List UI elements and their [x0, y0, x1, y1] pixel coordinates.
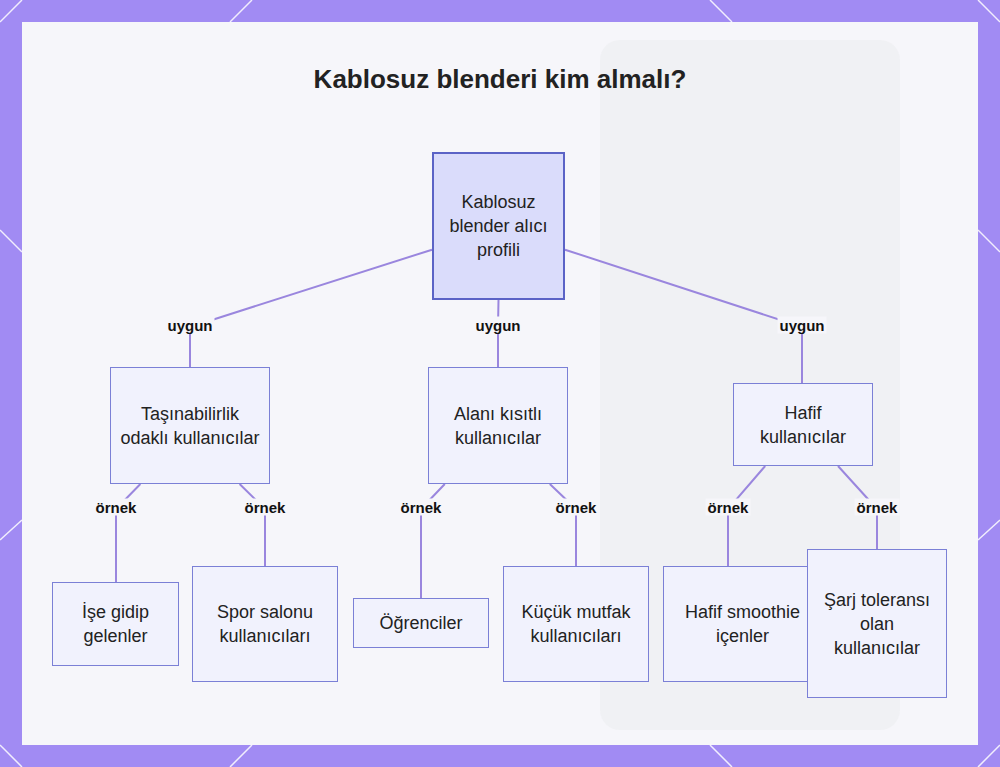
edge-label: örnek: [554, 499, 599, 516]
profile-box: Spor salonu kullanıcıları: [192, 566, 338, 682]
connector-line: [190, 250, 432, 367]
node-text: Kablosuz blender alıcı profili: [442, 190, 555, 262]
node-text: Şarj toleransı olan kullanıcılar: [816, 588, 938, 660]
edge-label: uygun: [778, 317, 827, 334]
profile-box: Hafif smoothie içenler: [663, 566, 822, 682]
edge-label: örnek: [706, 499, 751, 516]
profile-box: Şarj toleransı olan kullanıcılar: [807, 549, 947, 698]
connector-line: [728, 466, 765, 566]
node-text: Taşınabilirlik odaklı kullanıcılar: [119, 402, 261, 450]
profile-box: İşe gidip gelenler: [52, 582, 179, 666]
profile-box: Alanı kısıtlı kullanıcılar: [428, 367, 568, 484]
diagram-title: Kablosuz blenderi kim almalı?: [0, 64, 1000, 95]
connector-line: [240, 484, 265, 566]
node-text: Alanı kısıtlı kullanıcılar: [437, 402, 559, 450]
node-text: Hafif smoothie içenler: [672, 600, 813, 648]
node-text: Öğrenciler: [379, 611, 462, 635]
connector-line: [550, 484, 576, 566]
edge-label: örnek: [94, 499, 139, 516]
profile-box: Küçük mutfak kullanıcıları: [503, 566, 649, 682]
node-text: Spor salonu kullanıcıları: [201, 600, 329, 648]
connector-line: [497, 300, 500, 367]
profile-box: Taşınabilirlik odaklı kullanıcılar: [110, 367, 270, 484]
edge-label: örnek: [399, 499, 444, 516]
connector-line: [565, 250, 802, 383]
edge-label: uygun: [166, 317, 215, 334]
edge-label: örnek: [855, 499, 900, 516]
edge-label: uygun: [474, 317, 523, 334]
node-text: İşe gidip gelenler: [61, 600, 170, 648]
profile-box: Hafif kullanıcılar: [733, 383, 873, 466]
profile-box: Öğrenciler: [353, 598, 489, 648]
node-text: Hafif kullanıcılar: [742, 401, 864, 449]
edge-label: örnek: [243, 499, 288, 516]
root-box: Kablosuz blender alıcı profili: [432, 152, 565, 300]
node-text: Küçük mutfak kullanıcıları: [512, 600, 640, 648]
